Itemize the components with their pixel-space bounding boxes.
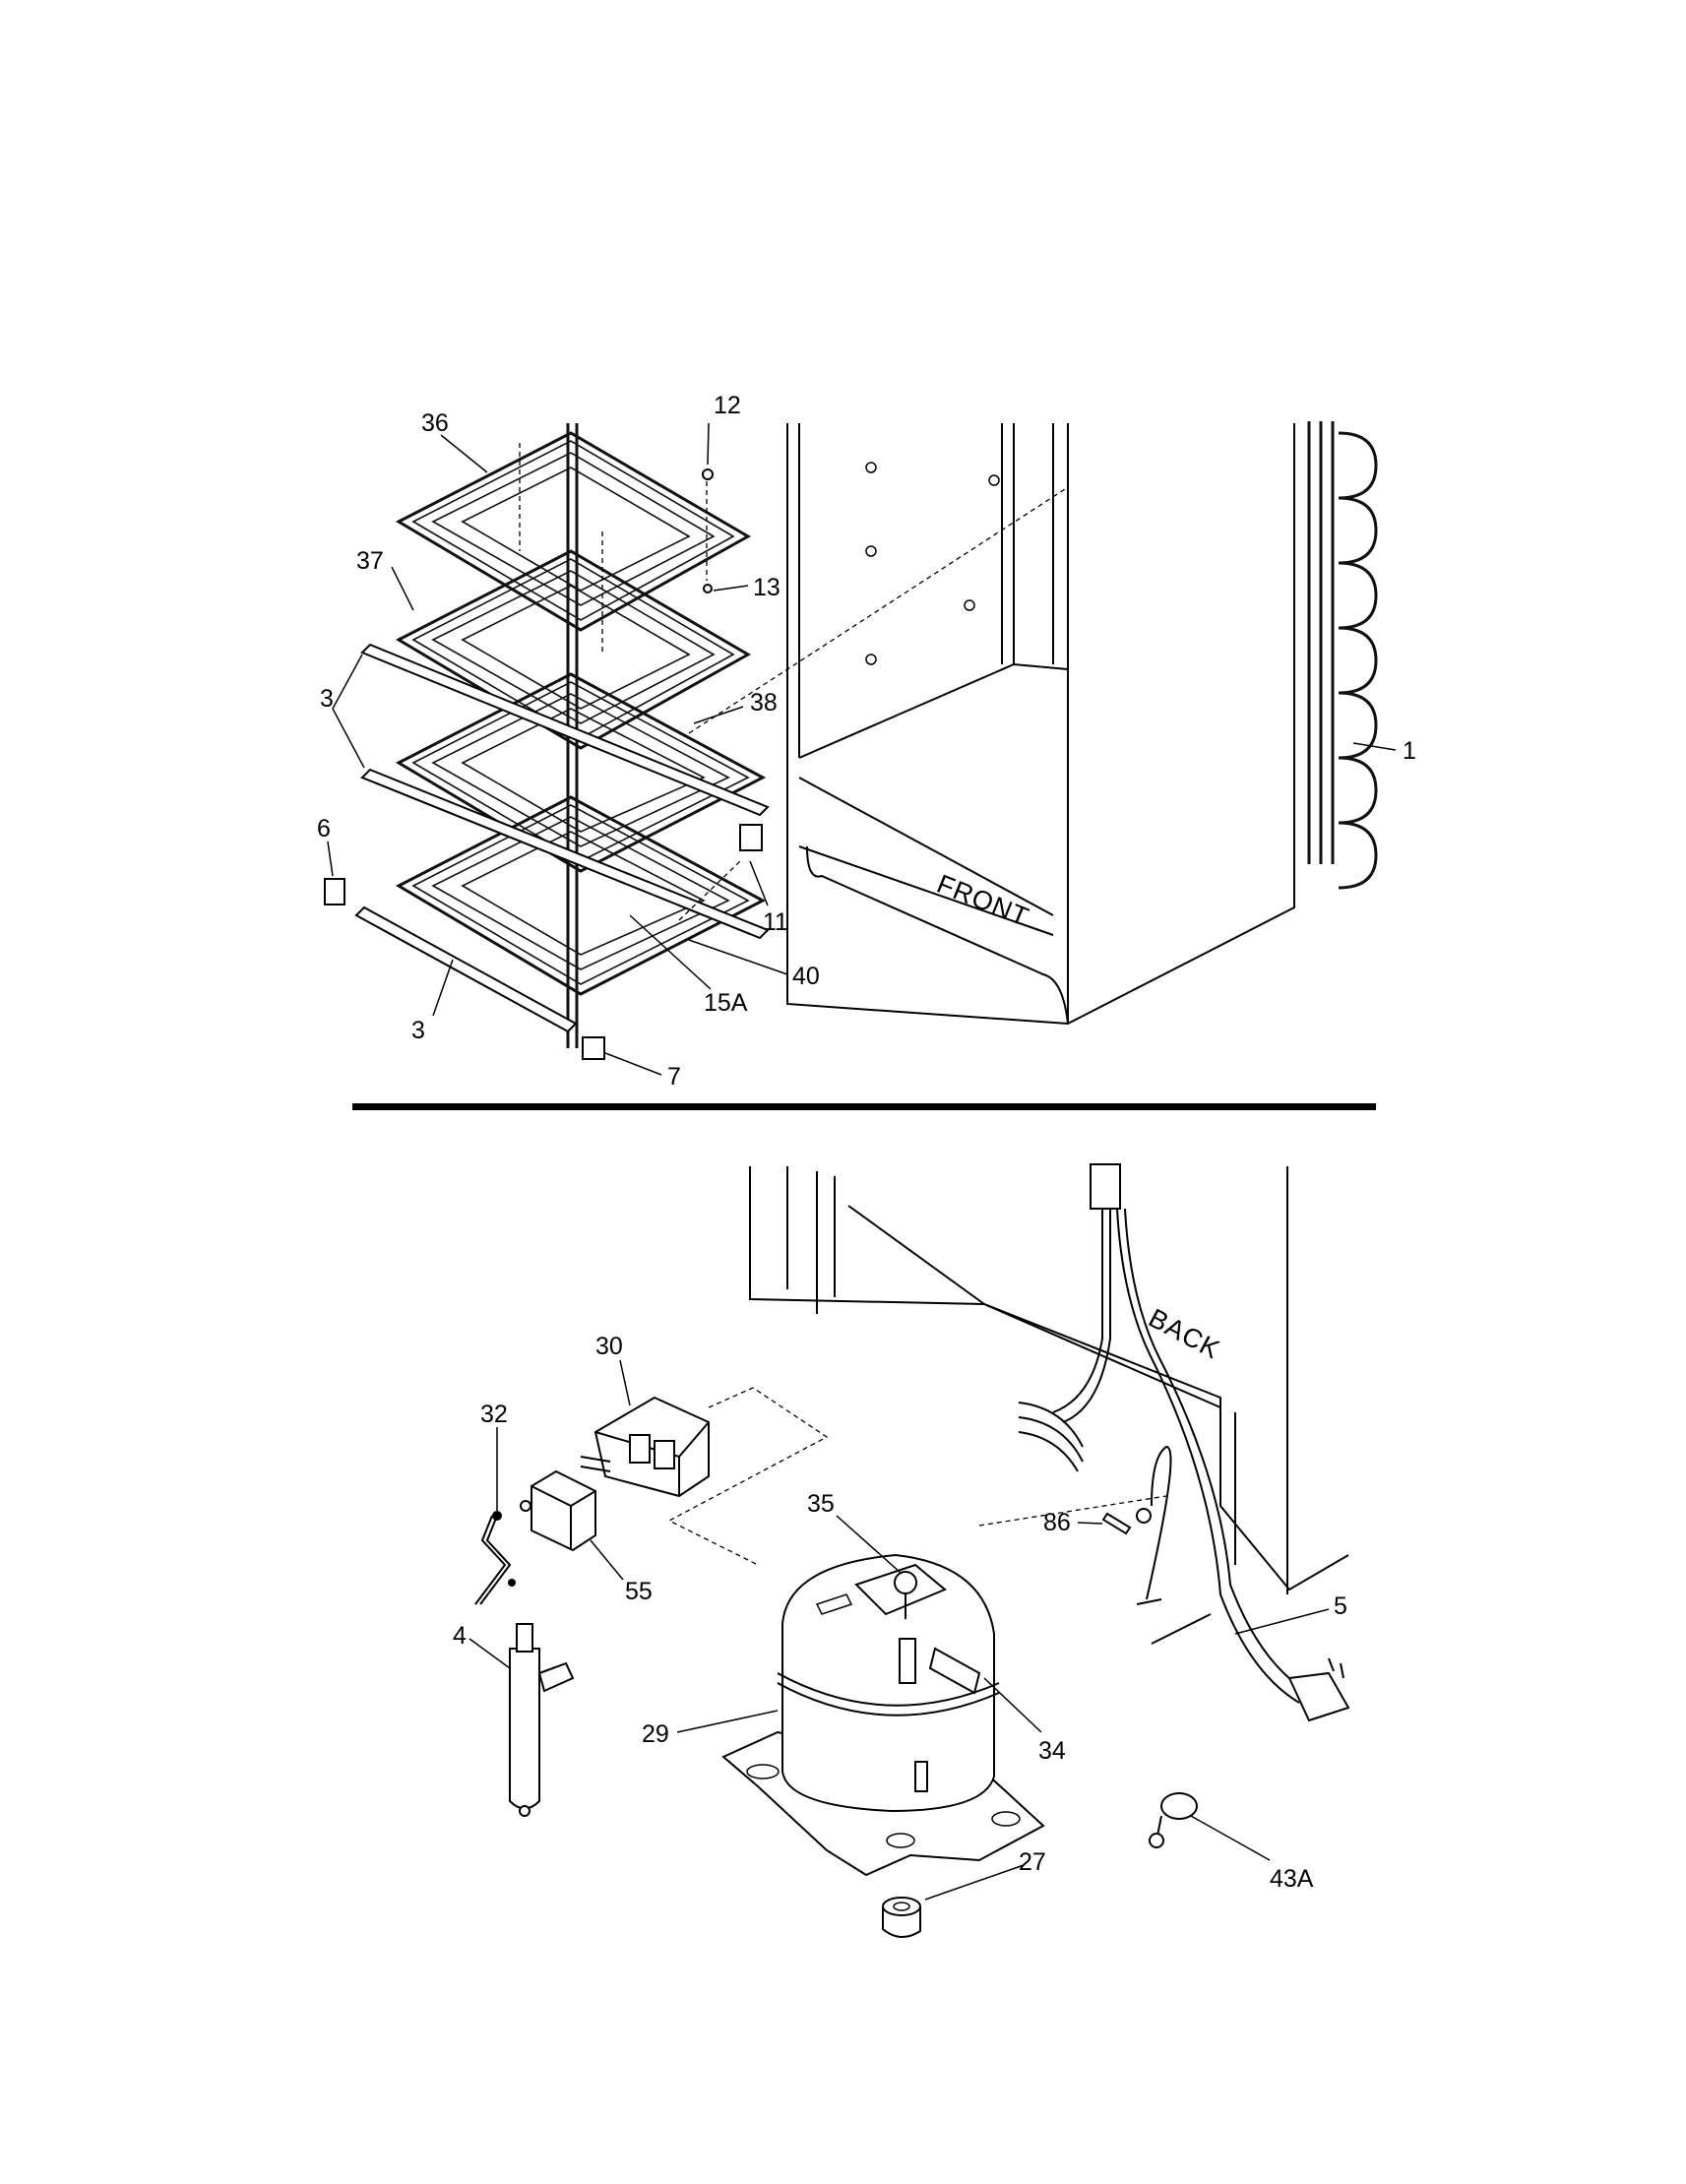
callout-1: 1 — [1403, 737, 1416, 765]
leader-lines — [327, 422, 1397, 1901]
filter-drier — [509, 1623, 575, 1817]
callout-37: 37 — [356, 547, 384, 575]
wire-harness — [474, 1511, 516, 1605]
callout-11: 11 — [763, 908, 788, 936]
callout-15a: 15A — [704, 989, 748, 1017]
callout-86: 86 — [1043, 1509, 1071, 1536]
overload-protector — [520, 1469, 596, 1552]
callout-29: 29 — [642, 1720, 669, 1748]
cabinet-front-view: FRONT — [786, 423, 1295, 1026]
compressor — [721, 1553, 1045, 1877]
callout-6: 6 — [317, 815, 331, 842]
tubing-clamp — [1149, 1792, 1198, 1848]
condenser-coil — [1307, 421, 1378, 890]
rubber-grommet — [882, 1897, 921, 1938]
start-relay — [580, 1387, 829, 1566]
back-label: BACK — [1144, 1303, 1225, 1365]
callout-4: 4 — [453, 1622, 467, 1650]
callout-7: 7 — [667, 1063, 681, 1091]
power-cord — [1018, 1163, 1350, 1722]
callout-34: 34 — [1038, 1737, 1066, 1765]
section-divider — [352, 1103, 1376, 1110]
callout-36: 36 — [421, 409, 449, 437]
callout-27: 27 — [1019, 1848, 1046, 1876]
callout-12: 12 — [714, 392, 741, 419]
callout-13: 13 — [753, 574, 781, 601]
callout-labels: 36 12 37 13 3 38 1 6 11 40 15A 3 7 30 32… — [317, 392, 1416, 1893]
callout-55: 55 — [625, 1578, 653, 1605]
callout-3-upper: 3 — [320, 685, 334, 713]
callout-40: 40 — [792, 963, 820, 990]
callout-32: 32 — [480, 1401, 508, 1428]
callout-38: 38 — [750, 689, 778, 717]
callout-5: 5 — [1334, 1592, 1347, 1620]
callout-3-lower: 3 — [411, 1017, 425, 1044]
screw-86 — [978, 1495, 1167, 1535]
callout-43a: 43A — [1270, 1865, 1314, 1893]
shelf-rails — [324, 468, 770, 1060]
callout-30: 30 — [595, 1333, 623, 1360]
assembly-line — [688, 486, 1069, 734]
callout-35: 35 — [807, 1490, 835, 1518]
